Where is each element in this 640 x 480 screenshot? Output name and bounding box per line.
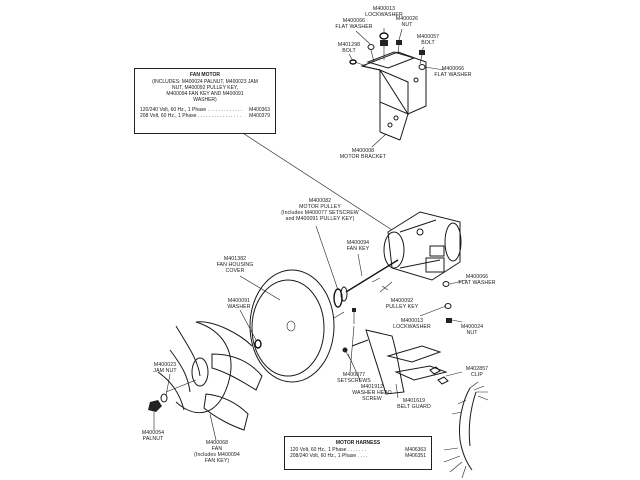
fan-motor-includes-line: M400094 FAN KEY AND M400091 xyxy=(166,91,244,97)
spec-text: 120/240 Volt, 60 Hz., 1 Phase . . . . . … xyxy=(140,107,243,113)
spec-text: 208 Volt, 60 Hz., 1 Phase . . . . . . . … xyxy=(140,113,241,119)
spec-text: 120 Volt, 60 Hz., 1 Phase . . . . . . . xyxy=(290,447,366,453)
fan-motor-title: FAN MOTOR xyxy=(190,72,220,78)
spec-code: M406351 xyxy=(405,453,426,459)
fan-drawing xyxy=(157,321,263,431)
motor-harness-drawing xyxy=(443,381,489,479)
fan-motor-includes-line: NUT, M400092 PULLEY KEY, xyxy=(172,85,238,91)
fan-motor-info-box: FAN MOTOR (INCLUDES: M400024 PALNUT, M40… xyxy=(134,68,276,134)
bracket-hardware-drawing xyxy=(349,32,426,70)
fan-motor-drawing xyxy=(345,211,462,293)
motor-hardware-drawing xyxy=(442,281,452,323)
spec-code: M400379 xyxy=(249,113,270,119)
clip-drawing xyxy=(429,366,449,385)
fan-motor-includes-line: (INCLUDES: M400024 PALNUT, M400023 JAM xyxy=(152,79,258,85)
spec-code: M406363 xyxy=(405,447,426,453)
screws-drawing xyxy=(342,281,393,363)
fan-motor-includes-line: WASHER) xyxy=(193,97,217,103)
spec-text: 208/240 Volt, 60 Hz., 1 Phase . . . . xyxy=(290,453,368,459)
spec-code: M400363 xyxy=(249,107,270,113)
fan-motor-spec-row: 208 Volt, 60 Hz., 1 Phase . . . . . . . … xyxy=(140,113,270,119)
belt-guard-drawing xyxy=(351,329,448,395)
washer-drawing xyxy=(254,339,262,349)
fan-motor-spec-row: 120/240 Volt, 60 Hz., 1 Phase . . . . . … xyxy=(140,107,270,113)
harness-spec-row: 120 Volt, 60 Hz., 1 Phase . . . . . . . … xyxy=(290,447,426,453)
harness-spec-row: 208/240 Volt, 60 Hz., 1 Phase . . . . M4… xyxy=(290,453,426,459)
housing-cover-drawing xyxy=(249,269,345,383)
palnut-drawing xyxy=(148,393,168,412)
motor-harness-info-box: MOTOR HARNESS 120 Volt, 60 Hz., 1 Phase … xyxy=(284,436,432,470)
motor-bracket-drawing xyxy=(360,51,427,141)
motor-harness-title: MOTOR HARNESS xyxy=(335,440,381,446)
motor-pulley-drawing xyxy=(333,277,381,308)
